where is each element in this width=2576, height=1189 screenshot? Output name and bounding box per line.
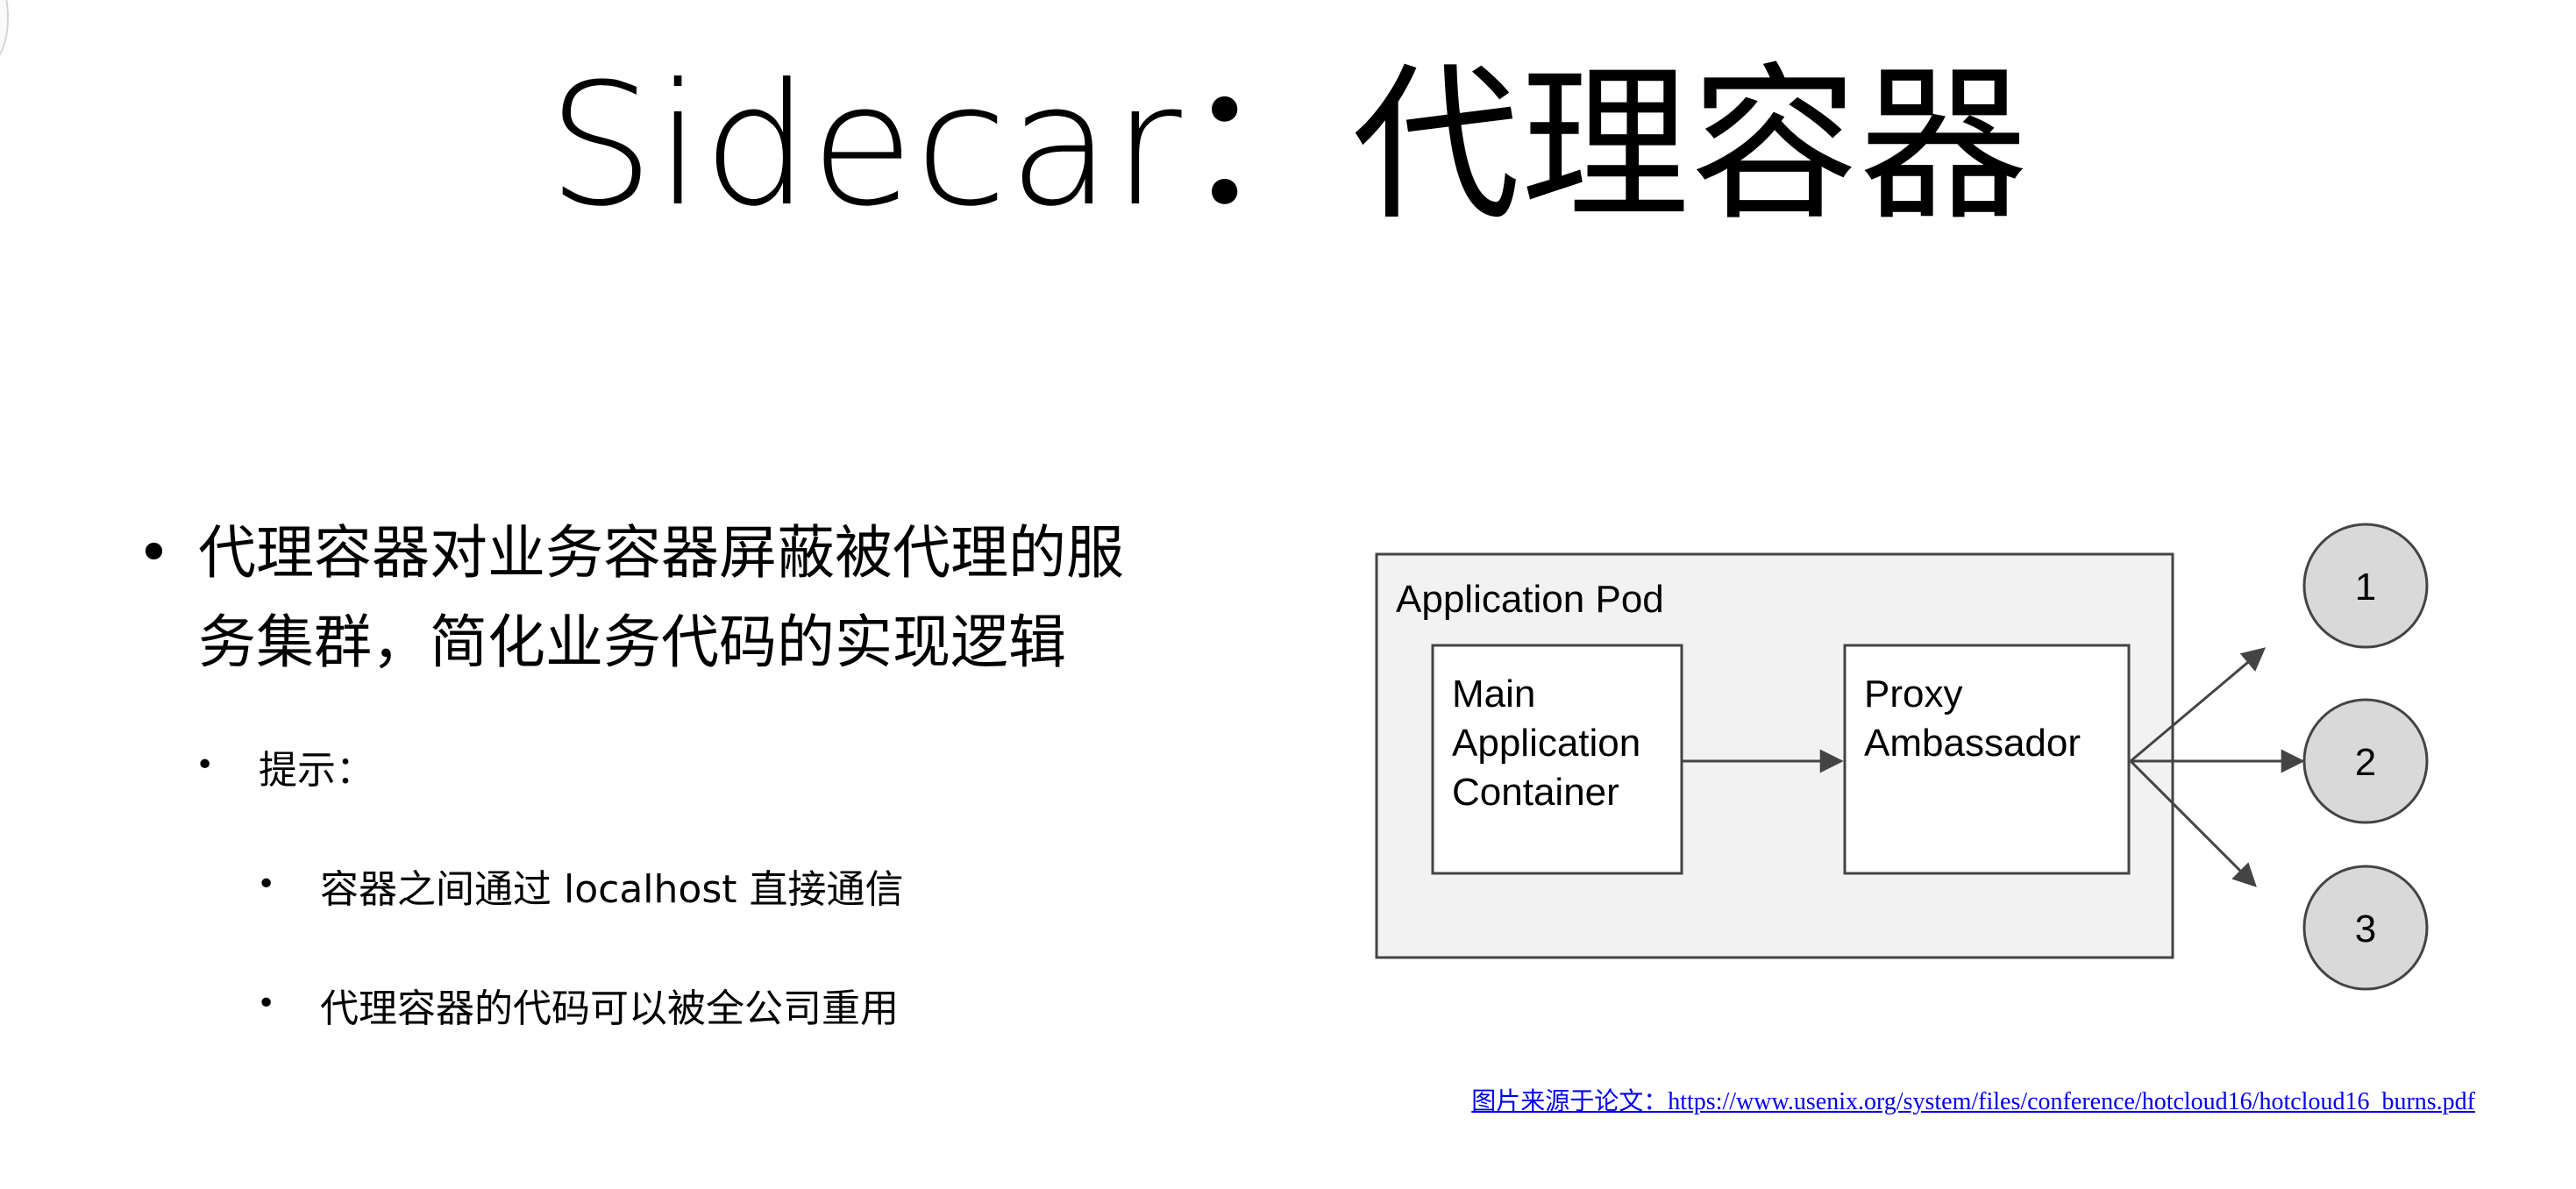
bullet-sub-1-text: 容器之间通过 localhost 直接通信 <box>320 867 904 912</box>
proxy-label-line2: Ambassador <box>1864 722 2081 765</box>
proxy-label-line1: Proxy <box>1864 673 1962 716</box>
bullet-sub-2-text: 代理容器的代码可以被全公司重用 <box>320 986 899 1031</box>
bullet-sub-1: • 容器之间通过 localhost 直接通信 <box>257 865 904 915</box>
main-container-label-line3: Container <box>1452 771 1619 814</box>
service-node-3 <box>2302 865 2429 991</box>
service-node-2-label: 2 <box>2355 741 2376 784</box>
arrow-proxy-to-service-3 <box>2129 759 2257 887</box>
bullet-dot: • <box>257 866 276 902</box>
bullet-main: • 代理容器对业务容器屏蔽被代理的服 务集群，简化业务代码的实现逻辑 <box>137 509 1124 688</box>
bullet-hint: • 提示： <box>196 745 374 795</box>
arrow-proxy-to-service-1 <box>2130 647 2266 763</box>
slide-title: Sidecar：代理容器 <box>547 48 2029 244</box>
bullet-main-line2: 务集群，简化业务代码的实现逻辑 <box>198 609 1066 677</box>
sidecar-diagram: Application Pod Main Application Contain… <box>1375 523 2429 991</box>
bullet-main-line1: 代理容器对业务容器屏蔽被代理的服 <box>198 519 1124 587</box>
main-container-label-line2: Application <box>1452 722 1640 765</box>
pod-label: Application Pod <box>1396 578 1664 621</box>
bullet-hint-text: 提示： <box>259 748 374 793</box>
bullet-dot: • <box>196 747 215 783</box>
service-node-1-label: 1 <box>2355 566 2376 609</box>
bullet-dot: • <box>137 519 171 587</box>
bullet-dot: • <box>257 986 276 1022</box>
source-link[interactable]: 图片来源于论文：https://www.usenix.org/system/fi… <box>1471 1088 2475 1115</box>
service-node-2 <box>2302 698 2429 824</box>
service-node-1 <box>2302 523 2429 649</box>
main-container-label-line1: Main <box>1452 673 1535 716</box>
proxy-ambassador-box <box>1843 644 2131 875</box>
main-application-container-box <box>1431 644 1683 875</box>
service-node-3-label: 3 <box>2355 908 2376 950</box>
bullet-sub-2: • 代理容器的代码可以被全公司重用 <box>257 984 899 1034</box>
